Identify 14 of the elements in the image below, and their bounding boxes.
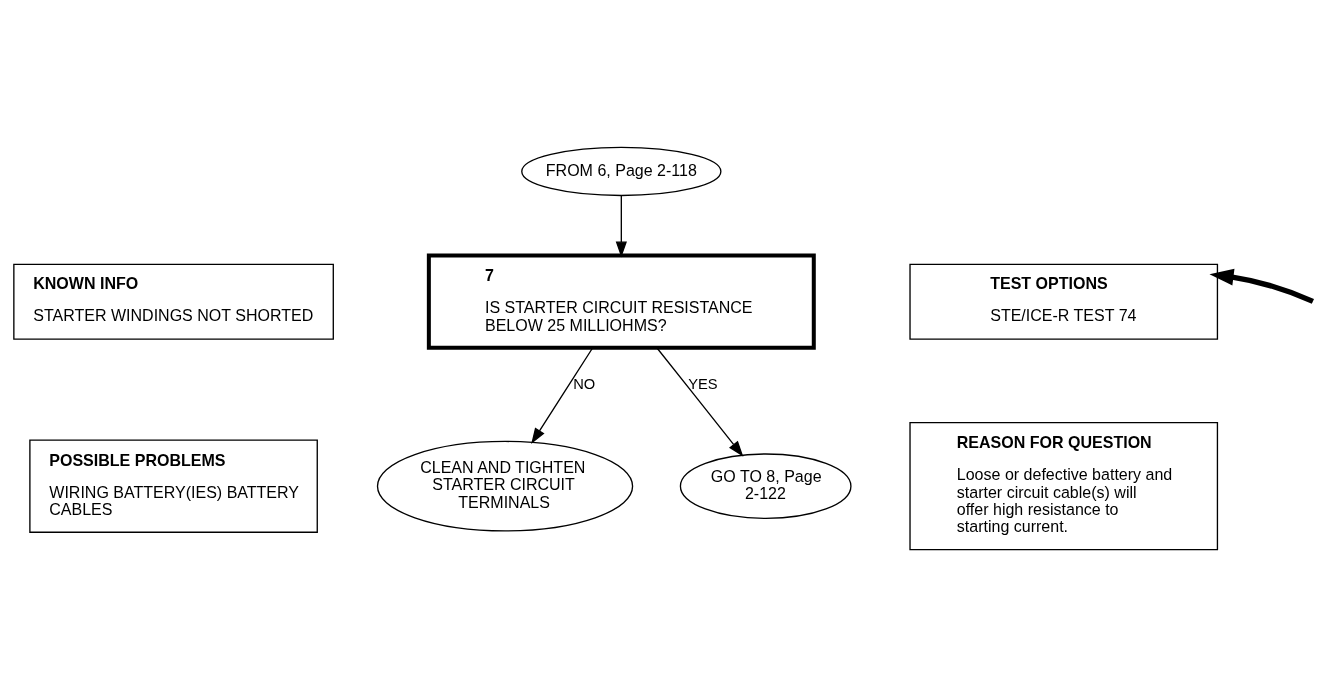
node-box: REASON FOR QUESTION Loose or defective battery and starter circuit cable(s) will offer high resistance to starting current. [909, 421, 1219, 550]
arrow [1209, 268, 1314, 304]
arrow [656, 346, 744, 457]
arrow [531, 346, 594, 444]
node-box: KNOWN INFO STARTER WINDINGS NOT SHORTED [13, 263, 334, 340]
node-ellipse: FROM 6, Page 2-118 [521, 146, 722, 196]
node-box: 7 IS STARTER CIRCUIT RESISTANCE BELOW 25 MILLIOHMS? [426, 253, 816, 350]
arrow [615, 194, 627, 258]
node-ellipse: GO TO 8, Page 2-122 [679, 452, 852, 519]
node-box: TEST OPTIONS STE/ICE-R TEST 74 [909, 263, 1219, 340]
edge-label: YES [688, 375, 718, 392]
node-box: POSSIBLE PROBLEMS WIRING BATTERY(IES) BATTERY CABLES [29, 438, 318, 533]
node-ellipse: CLEAN AND TIGHTEN STARTER CIRCUIT TERMINALS [376, 440, 634, 532]
edge-label: NO [573, 375, 596, 392]
